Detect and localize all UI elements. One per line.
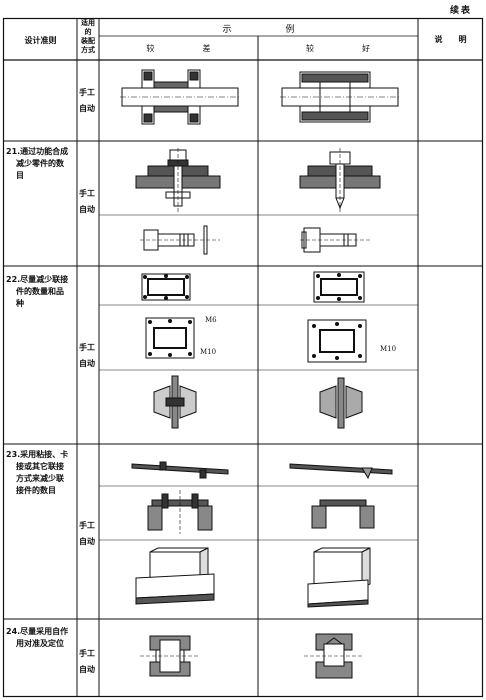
shaft-assembly-icon: [280, 71, 400, 123]
rule-21-line-1: 21.通过功能合成: [6, 147, 69, 156]
locating-pin-icon: [140, 635, 200, 677]
rule-21-line-3: 目: [16, 171, 24, 180]
bracket-icon: [319, 377, 363, 429]
mode-23-manual: 手工: [79, 521, 95, 530]
header-better: 较 好: [306, 44, 370, 53]
bracket-icon: [153, 375, 197, 429]
header-method-1: 适用: [81, 19, 95, 27]
header-method-3: 装配: [81, 37, 95, 45]
clip-joint-icon: [131, 461, 229, 479]
mode-21-manual: 手工: [79, 189, 95, 198]
mode-23: 手工 自动: [79, 518, 99, 550]
label-m6: M6: [205, 316, 217, 324]
bolt-washer-icon: [300, 227, 370, 253]
locating-pin-icon: [304, 633, 364, 679]
header-method-2: 的: [84, 28, 92, 36]
label-m10-right: M10: [380, 345, 397, 353]
flange-plate-icon: [307, 319, 367, 363]
header-worse: 较 差: [146, 44, 211, 53]
rule-24-line-1: 24.尽量采用自作: [6, 627, 69, 636]
mode-20-manual: 手工: [79, 88, 95, 97]
rule-21: 21.通过功能合成 减少零件的数 目: [6, 146, 76, 182]
label-m10-left: M10: [200, 348, 217, 356]
mode-24-manual: 手工: [79, 649, 95, 658]
flange-plate-icon: [145, 317, 195, 359]
rule-22-line-2: 件的数量和品: [16, 287, 64, 296]
header-method-4: 方式: [81, 46, 95, 54]
rule-23-line-2: 接或其它联接: [16, 462, 64, 471]
rule-23-line-3: 方式来减少联: [16, 474, 64, 483]
bolted-flange-icon: [135, 148, 221, 212]
rule-21-line-2: 减少零件的数: [16, 159, 64, 168]
rule-23-line-1: 23.采用粘接、卡: [6, 450, 69, 459]
mode-21: 手工 自动: [79, 186, 99, 218]
flange-plate-icon: [313, 271, 365, 303]
shaft-assembly-icon: [120, 69, 240, 125]
mode-24: 手工 自动: [79, 646, 99, 678]
mode-21-auto: 自动: [79, 205, 95, 214]
rule-24: 24.尽量采用自作 用对准及定位: [6, 626, 76, 650]
rule-24-line-2: 用对准及定位: [16, 639, 64, 648]
rule-22: 22.尽量减少联接 件的数量和品 种: [6, 274, 76, 310]
rule-23-line-4: 接件的数目: [16, 486, 56, 495]
box-frame-icon: [135, 547, 215, 605]
header-method: 适用 的 装配 方式: [77, 19, 99, 55]
header-note: 说 明: [434, 35, 467, 44]
clip-joint-icon: [311, 499, 375, 529]
clip-joint-icon: [289, 463, 393, 480]
continuation-label: 续表: [449, 6, 472, 16]
mode-23-auto: 自动: [79, 537, 95, 546]
mode-20-auto: 自动: [79, 104, 95, 113]
flange-plate-icon: [141, 273, 191, 301]
mode-22-auto: 自动: [79, 359, 95, 368]
rule-23: 23.采用粘接、卡 接或其它联接 方式来减少联 接件的数目: [6, 449, 76, 497]
mode-24-auto: 自动: [79, 665, 95, 674]
mode-22: 手工 自动: [79, 340, 99, 372]
bolt-washer-icon: [140, 225, 220, 255]
clip-joint-icon: [147, 490, 213, 534]
bolted-flange-icon: [299, 148, 381, 212]
rule-22-line-3: 种: [16, 299, 24, 308]
mode-20: 手工 自动: [79, 85, 99, 117]
box-frame-icon: [307, 547, 371, 608]
header-rule: 设计准则: [24, 36, 57, 45]
rule-22-line-1: 22.尽量减少联接: [6, 275, 69, 284]
mode-22-manual: 手工: [79, 343, 95, 352]
header-example: 示 例: [222, 25, 295, 35]
